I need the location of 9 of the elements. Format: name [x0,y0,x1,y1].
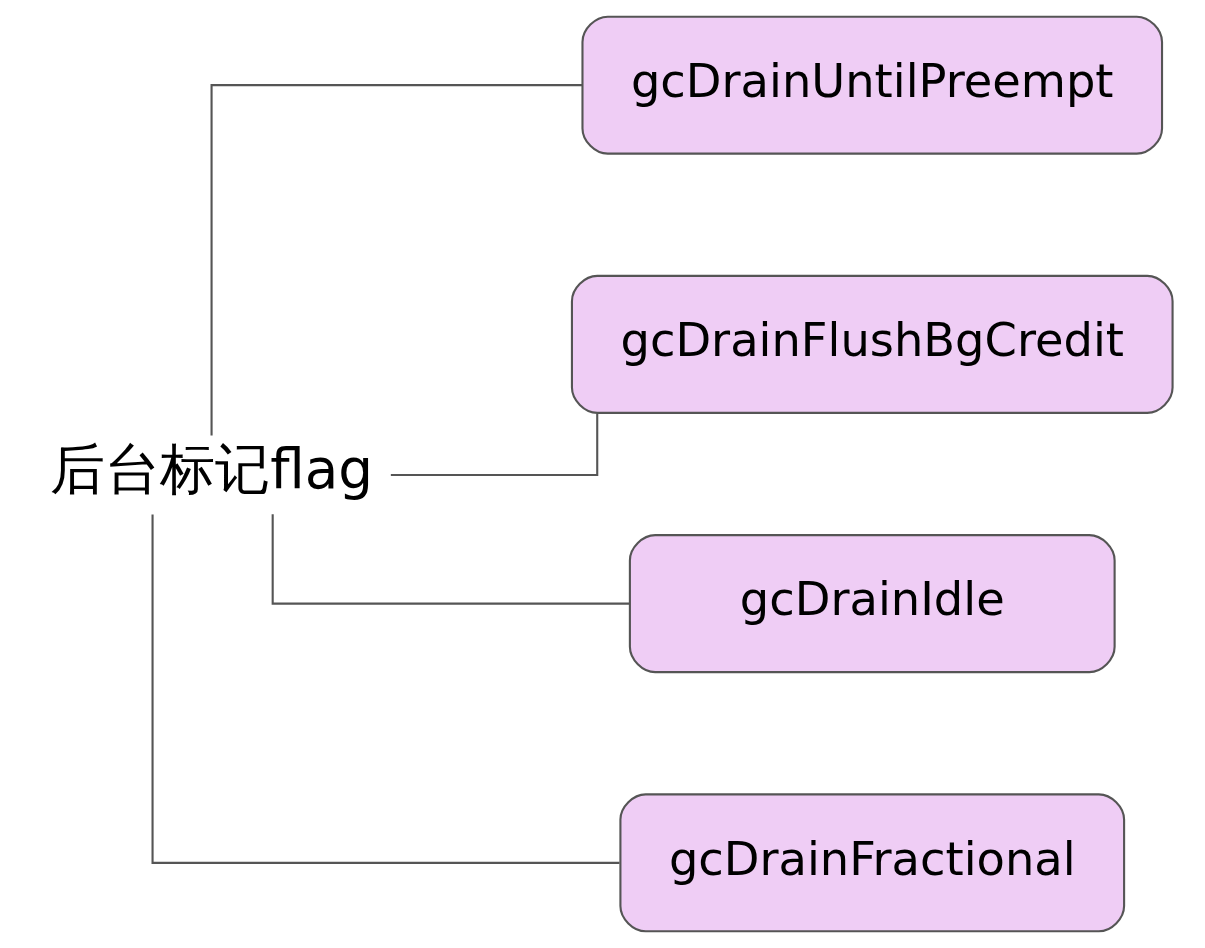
connector [151,514,620,864]
connector [210,84,583,436]
connector [390,413,599,477]
node-box: gcDrainFractional [619,793,1126,933]
connector [271,514,630,605]
node-box: gcDrainIdle [628,534,1116,674]
node-text: 后台标记flag [50,437,373,502]
node-box: gcDrainFlushBgCredit [570,274,1174,414]
node-box: gcDrainUntilPreempt [581,15,1164,155]
